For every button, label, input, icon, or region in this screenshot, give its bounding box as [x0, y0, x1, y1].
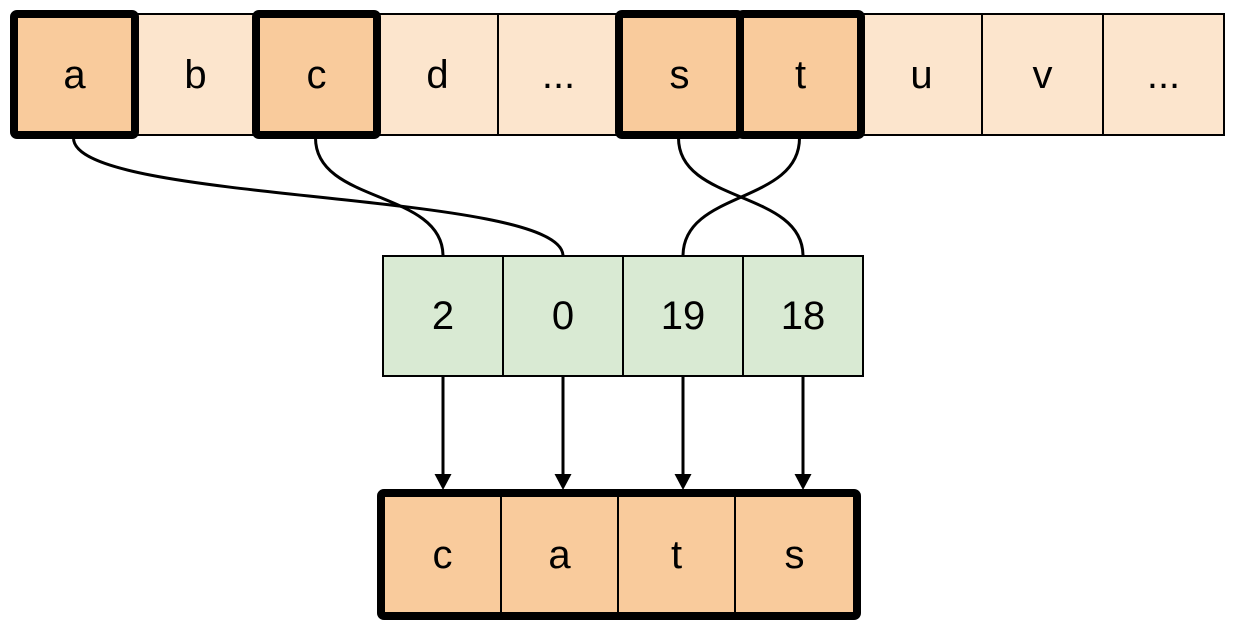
- cell-label: u: [910, 52, 933, 97]
- cell-label: a: [548, 532, 571, 577]
- cell-label: ...: [541, 52, 576, 97]
- cell-label: s: [669, 52, 690, 97]
- output-cell-a: a: [502, 497, 619, 612]
- cell-label: c: [306, 52, 327, 97]
- arrowhead-icon: [794, 474, 812, 490]
- arrowhead-icon: [554, 474, 572, 490]
- alphabet-cell-u: u: [860, 13, 983, 136]
- cell-label: v: [1032, 52, 1053, 97]
- alphabet-cell-ellipsis-9: ...: [1102, 13, 1225, 136]
- cell-label: s: [784, 532, 805, 577]
- output-cell-t: t: [619, 497, 736, 612]
- alphabet-cell-c: c: [252, 10, 381, 139]
- alphabet-cell-v: v: [981, 13, 1104, 136]
- cell-label: b: [184, 52, 207, 97]
- index-cell-2: 2: [382, 255, 504, 377]
- cell-label: a: [63, 52, 86, 97]
- arrow-index-19-to-output-t: [674, 377, 692, 490]
- index-cell-19: 19: [622, 255, 744, 377]
- connector-a-to-0: [72, 137, 565, 257]
- connector-t-to-19: [681, 137, 801, 257]
- index-cell-0: 0: [502, 255, 624, 377]
- cell-label: 19: [660, 294, 706, 338]
- arrow-index-18-to-output-s: [794, 377, 812, 490]
- arrowhead-icon: [434, 474, 452, 490]
- index-cell-18: 18: [742, 255, 864, 377]
- arrow-index-2-to-output-c: [434, 377, 452, 490]
- cell-label: c: [432, 532, 453, 577]
- output-cell-s: s: [736, 497, 853, 612]
- alphabet-cell-a: a: [10, 10, 139, 139]
- arrowhead-icon: [674, 474, 692, 490]
- cell-label: 2: [431, 294, 455, 338]
- cell-label: t: [794, 52, 807, 97]
- alphabet-cell-ellipsis-4: ...: [497, 13, 620, 136]
- connector-c-to-2: [314, 137, 445, 257]
- cell-label: 0: [551, 294, 575, 338]
- cell-label: 18: [780, 294, 826, 338]
- alphabet-cell-b: b: [134, 13, 257, 136]
- alphabet-cell-s: s: [615, 10, 744, 139]
- cell-label: t: [670, 532, 683, 577]
- cell-label: d: [426, 52, 449, 97]
- output-cell-c: c: [385, 497, 502, 612]
- alphabet-cell-d: d: [376, 13, 499, 136]
- cell-label: ...: [1146, 52, 1181, 97]
- arrow-index-0-to-output-a: [554, 377, 572, 490]
- alphabet-cell-t: t: [736, 10, 865, 139]
